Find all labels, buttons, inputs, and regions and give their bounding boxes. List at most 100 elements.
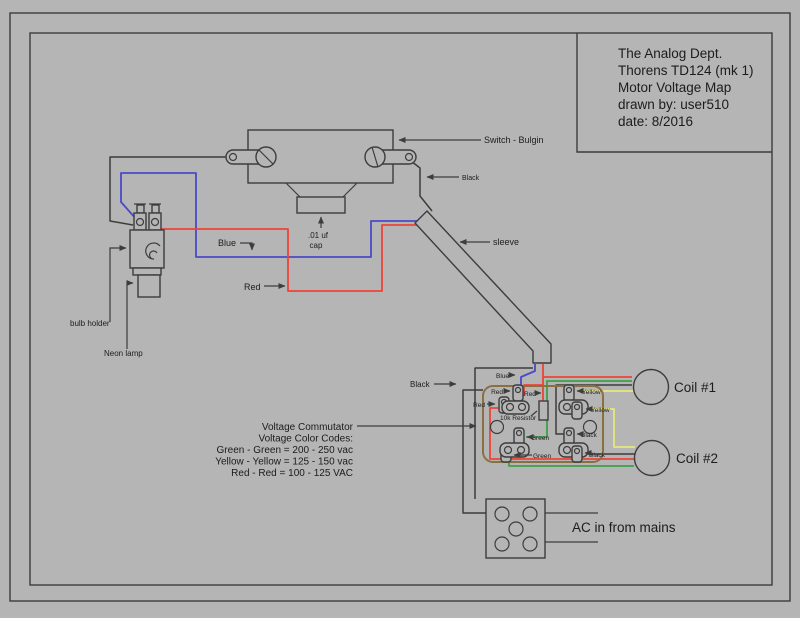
capacitor: .01 uf cap — [285, 182, 358, 250]
inner-border — [29, 32, 773, 586]
title-block: The Analog Dept. Thorens TD124 (mk 1) Mo… — [618, 46, 754, 129]
blue-wires — [120, 172, 536, 388]
bulb-holder-label: bulb holder — [70, 319, 110, 328]
terminal-top-right-hole — [565, 386, 573, 394]
title-line-2: Thorens TD124 (mk 1) — [618, 63, 754, 78]
commutator-yellow-mid-label: Yellow — [591, 407, 610, 414]
terminal-mid-left-hole — [515, 429, 523, 437]
terminal-right-upper-lug-hole — [573, 403, 581, 411]
switch-right-lug-hole — [404, 152, 414, 162]
sleeve-tube — [414, 210, 552, 364]
mains-wire-callout: Black — [410, 380, 457, 389]
cap-lead-left — [285, 182, 302, 199]
terminal-right-upper-hole1 — [562, 402, 572, 412]
title-block-divider — [576, 33, 772, 153]
bulb-right-screw — [151, 204, 160, 214]
bulb-holder-collar — [132, 267, 162, 276]
black-wires — [109, 156, 636, 514]
title-line-1: The Analog Dept. — [618, 46, 722, 61]
terminal-top-left-hole — [514, 386, 522, 394]
terminal-bottom-right-hole1 — [562, 445, 572, 455]
mains-pin-1 — [494, 506, 510, 522]
ac-mains-connector: AC in from mains — [485, 498, 676, 559]
terminal-left-upper-hole1 — [505, 402, 515, 412]
title-line-3: Motor Voltage Map — [618, 80, 731, 95]
blue-wire-commutator — [520, 364, 536, 388]
board-hole-left — [489, 419, 505, 435]
switch-assembly: Switch - Bulgin Black — [225, 129, 544, 184]
sleeve-label: sleeve — [493, 237, 519, 247]
commutator-black-mid-label: Black — [581, 432, 598, 439]
bulb-contact-hook — [145, 242, 161, 260]
coil2-label: Coil #2 — [676, 451, 718, 466]
red-wires — [161, 224, 634, 460]
black-wire-mains-b — [462, 389, 486, 514]
yellow-wire-coil2 — [584, 408, 635, 448]
neon-lamp-label: Neon lamp — [104, 349, 143, 358]
commutator-green-mid-label: Green — [531, 435, 549, 442]
motor-coils: Coil #1 Coil #2 — [632, 368, 718, 477]
coil1-label: Coil #1 — [674, 380, 716, 395]
ac-in-label: AC in from mains — [572, 520, 676, 535]
black-wire-mains-a — [474, 367, 533, 499]
neon-lamp-leader — [126, 280, 134, 349]
commutator-yellow-top-label: Yellow — [582, 389, 601, 396]
blue-wire-main — [120, 172, 419, 258]
coil2-circle — [633, 439, 671, 477]
commutator-blue-label: Blue — [496, 373, 509, 380]
cap-word-label: cap — [310, 241, 323, 250]
bulb-holder-assembly: bulb holder Neon lamp — [70, 203, 165, 358]
commutator-black-bottom-label: Black — [589, 452, 606, 459]
terminal-left-upper-hole2 — [517, 402, 527, 412]
bulb-left-screw — [136, 204, 145, 214]
mains-pin-4 — [494, 536, 510, 552]
switch-label: Switch - Bulgin — [484, 135, 544, 145]
red-wire-coil1 — [542, 364, 632, 378]
bulb-left-post-hole — [135, 217, 145, 227]
notes-line-3: Green - Green = 200 - 250 vac — [217, 445, 353, 456]
outer-border — [9, 12, 791, 602]
mains-pin-2 — [522, 506, 538, 522]
notes-line-4: Yellow - Yellow = 125 - 150 vac — [215, 457, 353, 468]
red-wire-main — [161, 224, 421, 292]
bulb-holder-leader — [109, 245, 127, 322]
black-wire-switch-to-sleeve — [410, 160, 433, 212]
blue-wire-leader — [240, 242, 255, 251]
bulb-right-post-hole — [150, 217, 160, 227]
mains-black-label: Black — [410, 380, 431, 389]
voltage-notes: Voltage Commutator Voltage Color Codes: … — [215, 422, 477, 479]
commutator-red-left-label: Red — [473, 402, 485, 409]
switch-left-screw-slot — [258, 149, 274, 165]
title-line-5: date: 8/2016 — [618, 114, 693, 129]
terminal-bottom-left-hole1 — [503, 445, 513, 455]
commutator-red-wire-label: Red — [524, 391, 536, 398]
mains-pin-5 — [522, 536, 538, 552]
resistor-leader — [530, 410, 538, 417]
board-hole-right — [582, 419, 598, 435]
voltage-commutator: Blue Red Red Red 10k Resistor Green Gree… — [473, 372, 610, 463]
cap-lead-right — [341, 182, 358, 199]
resistor-body — [538, 400, 549, 421]
sleeve-assembly: sleeve — [414, 210, 552, 364]
cap-value-label: .01 uf — [308, 231, 329, 240]
notes-line-5: Red - Red = 100 - 125 VAC — [231, 468, 353, 479]
resistor-label: 10k Resistor — [500, 415, 537, 422]
red-wire-coil2 — [489, 407, 634, 460]
mains-pin-3 — [508, 521, 524, 537]
cap-body — [296, 196, 346, 214]
red-wire-label: Red — [244, 282, 261, 292]
notes-line-2: Voltage Color Codes: — [258, 434, 353, 445]
notes-line-1: Voltage Commutator — [262, 422, 354, 433]
commutator-green-bottom-label: Green — [533, 453, 551, 460]
switch-black-label: Black — [462, 175, 480, 182]
terminal-bottom-left-hole2 — [516, 445, 526, 455]
bulb-holder-body — [129, 229, 165, 269]
title-line-4: drawn by: user510 — [618, 97, 729, 112]
coil1-circle — [632, 368, 670, 406]
page-borders — [9, 12, 791, 602]
switch-right-screw-slot — [371, 146, 379, 168]
yellow-wires — [578, 390, 635, 448]
commutator-board — [482, 385, 604, 463]
